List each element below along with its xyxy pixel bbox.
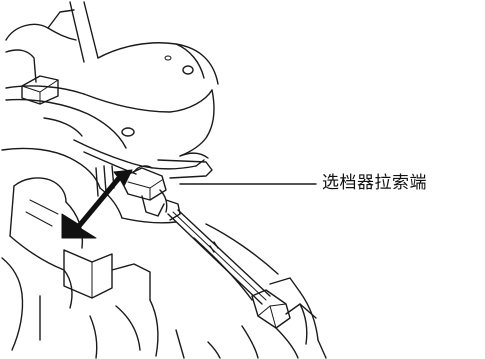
- upper-housing: [5, 1, 219, 157]
- shift-cable: [167, 209, 271, 305]
- cable-sleeve: [193, 223, 327, 359]
- mounting-boss: [21, 75, 59, 105]
- mounting-holes: [121, 55, 194, 137]
- cable-end-clip: [119, 165, 181, 221]
- lower-body: [1, 147, 221, 359]
- insert-direction-arrow-icon: [61, 169, 133, 239]
- shift-cable-end-label: 选档器拉索端: [322, 173, 427, 193]
